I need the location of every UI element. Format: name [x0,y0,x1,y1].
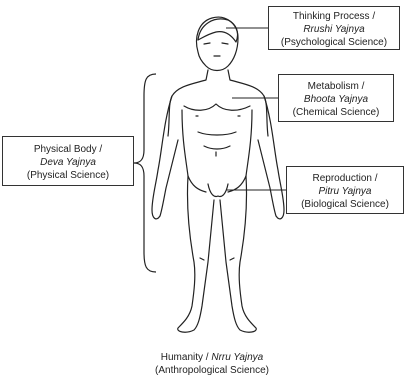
humanity-line1-term: Nrru Yajnya [211,352,263,363]
physical-line2: Deva Yajnya [3,156,133,169]
reproduction-line3: (Biological Science) [287,198,403,211]
label-thinking-process: Thinking Process / Rrushi Yajnya (Psycho… [268,6,400,50]
metabolism-line2: Bhoota Yajnya [279,93,393,106]
humanity-line1: Humanity / Nrru Yajnya [161,352,263,363]
figure-left-arm [152,96,178,219]
label-reproduction: Reproduction / Pitru Yajnya (Biological … [286,166,404,214]
label-metabolism: Metabolism / Bhoota Yajnya (Chemical Sci… [278,74,394,122]
reproduction-line1: Reproduction / [287,172,403,185]
label-physical-body: Physical Body / Deva Yajnya (Physical Sc… [2,136,134,186]
thinking-line2: Rrushi Yajnya [269,23,399,36]
reproduction-line2: Pitru Yajnya [287,185,403,198]
physical-line1: Physical Body / [3,143,133,156]
figure-left-leg [178,176,214,332]
humanity-line2: (Anthropological Science) [137,364,287,377]
figure-head [197,17,238,70]
label-humanity: Humanity / Nrru Yajnya (Anthropological … [137,351,287,377]
physical-line3: (Physical Science) [3,169,133,182]
figure-right-leg [220,176,256,332]
physical-body-bracket [134,74,156,272]
thinking-line3: (Psychological Science) [269,36,399,49]
metabolism-line1: Metabolism / [279,80,393,93]
thinking-line1: Thinking Process / [269,10,399,23]
metabolism-line3: (Chemical Science) [279,106,393,119]
